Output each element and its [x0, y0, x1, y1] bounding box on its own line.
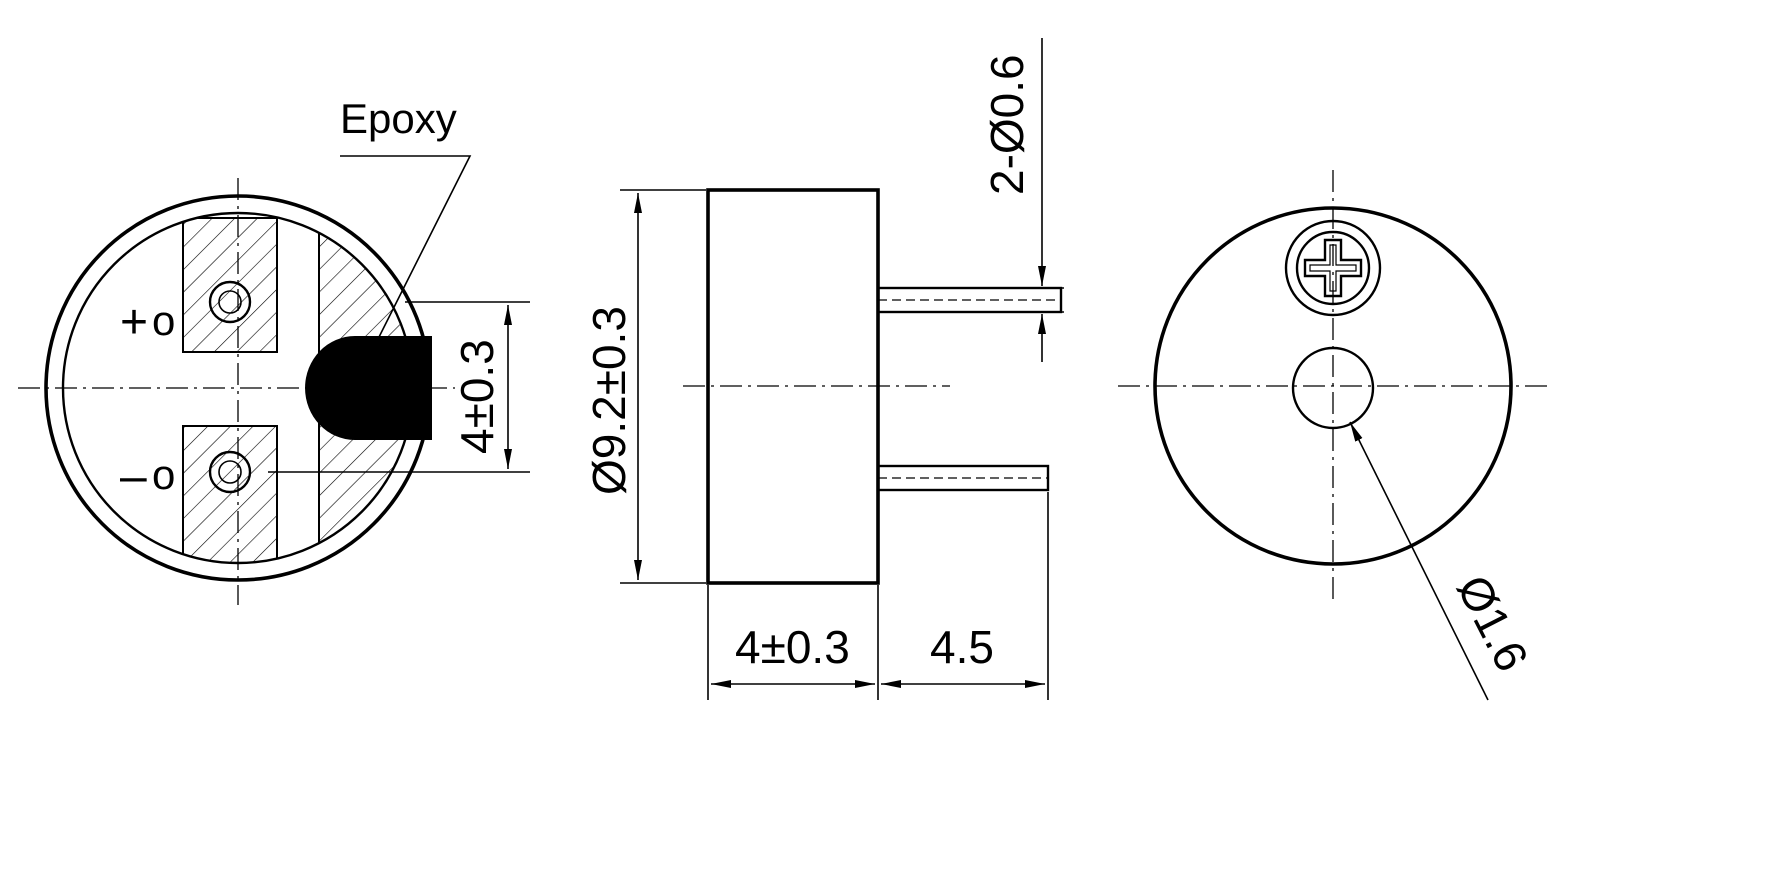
front-view: + o – o Epoxy 4±0.3 [18, 95, 530, 605]
minus-terminal-pad [182, 425, 278, 563]
epoxy-blob [305, 336, 432, 440]
epoxy-leader [340, 155, 472, 346]
minus-solder-ring-inner [218, 460, 242, 484]
minus-terminal-marker: o [152, 451, 175, 498]
plus-terminal-pad [182, 217, 278, 353]
hole-diameter-label: Ø1.6 [1447, 567, 1539, 679]
back-outer-circle [1153, 206, 1513, 566]
plus-solder-ring-outer [208, 280, 252, 324]
back-view: Ø1.6 [1118, 170, 1548, 701]
body-height-dimension-label: 4±0.3 [735, 621, 850, 673]
pin-diameter-label: 2-Ø0.6 [981, 54, 1033, 195]
plus-terminal-marker: o [152, 297, 175, 344]
phillips-screw-head-icon [1284, 219, 1382, 317]
minus-sign: – [120, 450, 147, 503]
side-view: Ø9.2±0.3 2-Ø0.6 4±0.3 4.5 [583, 38, 1064, 700]
plus-sign: + [120, 296, 148, 349]
pitch-dimension-label: 4±0.3 [451, 339, 503, 454]
sound-hole [1291, 346, 1375, 430]
minus-solder-ring-outer [208, 450, 252, 494]
pin-length-dimension-label: 4.5 [930, 621, 994, 673]
diameter-dimension-label: Ø9.2±0.3 [583, 306, 635, 495]
buzzer-body [706, 188, 880, 585]
plus-solder-ring-inner [218, 290, 242, 314]
hole-diameter-leader [1349, 421, 1489, 701]
epoxy-label: Epoxy [340, 95, 457, 142]
